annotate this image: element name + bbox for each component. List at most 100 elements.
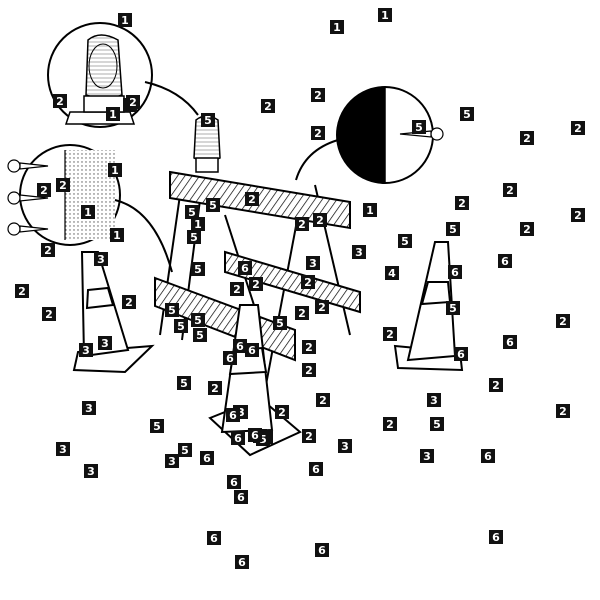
callout-3: 3 xyxy=(94,252,108,266)
callout-label: 6 xyxy=(241,262,249,275)
callout-label: 6 xyxy=(484,450,492,463)
callout-label: 5 xyxy=(194,263,202,276)
callout-1: 1 xyxy=(81,205,95,219)
callout-label: 5 xyxy=(190,231,198,244)
callout-1: 1 xyxy=(106,107,120,121)
callout-2: 2 xyxy=(126,95,140,109)
callout-label: 3 xyxy=(85,402,93,415)
callout-6: 6 xyxy=(234,490,248,504)
callout-6: 6 xyxy=(245,343,259,357)
callout-label: 3 xyxy=(341,440,349,453)
callout-label: 3 xyxy=(101,337,109,350)
callout-label: 6 xyxy=(506,336,514,349)
callout-2: 2 xyxy=(383,417,397,431)
callout-6: 6 xyxy=(448,265,462,279)
callout-label: 5 xyxy=(401,235,409,248)
callout-label: 2 xyxy=(298,218,306,231)
callout-5: 5 xyxy=(446,222,460,236)
callout-label: 6 xyxy=(203,452,211,465)
callout-6: 6 xyxy=(503,335,517,349)
callout-2: 2 xyxy=(556,404,570,418)
callout-3: 3 xyxy=(84,464,98,478)
callout-label: 2 xyxy=(233,283,241,296)
callout-2: 2 xyxy=(313,213,327,227)
callout-label: 1 xyxy=(109,108,117,121)
callout-5: 5 xyxy=(193,328,207,342)
callout-label: 6 xyxy=(236,340,244,353)
callout-2: 2 xyxy=(571,121,585,135)
callout-label: 3 xyxy=(423,450,431,463)
callout-label: 2 xyxy=(314,127,322,140)
callout-2: 2 xyxy=(489,378,503,392)
callout-5: 5 xyxy=(430,417,444,431)
callout-label: 5 xyxy=(196,329,204,342)
callout-label: 3 xyxy=(237,406,245,419)
callout-label: 2 xyxy=(40,184,48,197)
callout-6: 6 xyxy=(315,543,329,557)
callout-label: 3 xyxy=(87,465,95,478)
callout-2: 2 xyxy=(383,327,397,341)
callout-3: 3 xyxy=(306,256,320,270)
callout-2: 2 xyxy=(15,284,29,298)
callout-label: 5 xyxy=(180,377,188,390)
callout-label: 2 xyxy=(319,394,327,407)
callout-2: 2 xyxy=(249,277,263,291)
callout-2: 2 xyxy=(56,178,70,192)
callout-label: 2 xyxy=(278,406,286,419)
callout-label: 5 xyxy=(204,114,212,127)
callout-label: 6 xyxy=(229,409,237,422)
callout-5: 5 xyxy=(460,107,474,121)
callout-label: 2 xyxy=(56,95,64,108)
callout-5: 5 xyxy=(174,319,188,333)
callout-1: 1 xyxy=(118,13,132,27)
callout-label: 2 xyxy=(248,193,256,206)
callout-5: 5 xyxy=(398,234,412,248)
callout-label: 5 xyxy=(449,223,457,236)
callout-5: 5 xyxy=(177,376,191,390)
callout-label: 6 xyxy=(210,532,218,545)
callout-label: 1 xyxy=(194,218,202,231)
callout-5: 5 xyxy=(191,313,205,327)
callout-label: 6 xyxy=(318,544,326,557)
callout-label: 2 xyxy=(523,223,531,236)
callout-label: 1 xyxy=(381,9,389,22)
callout-label: 2 xyxy=(18,285,26,298)
callout-3: 3 xyxy=(352,245,366,259)
callout-2: 2 xyxy=(455,196,469,210)
callout-5: 5 xyxy=(165,303,179,317)
callout-6: 6 xyxy=(248,428,262,442)
callout-label: 5 xyxy=(209,199,217,212)
callout-2: 2 xyxy=(295,306,309,320)
callout-label: 3 xyxy=(430,394,438,407)
callout-6: 6 xyxy=(481,449,495,463)
callout-5: 5 xyxy=(446,301,460,315)
callout-label: 5 xyxy=(177,320,185,333)
screw-inset-left xyxy=(7,144,173,273)
callout-6: 6 xyxy=(231,431,245,445)
callout-6: 6 xyxy=(227,475,241,489)
callout-6: 6 xyxy=(223,351,237,365)
callout-label: 2 xyxy=(264,100,272,113)
callout-2: 2 xyxy=(315,300,329,314)
callout-2: 2 xyxy=(275,405,289,419)
callout-label: 2 xyxy=(305,430,313,443)
callout-label: 1 xyxy=(84,206,92,219)
callout-label: 2 xyxy=(559,315,567,328)
callout-label: 4 xyxy=(388,267,396,280)
callout-markers: 1111111111122222222222222222222222222222… xyxy=(15,8,585,569)
callout-2: 2 xyxy=(503,183,517,197)
callout-label: 6 xyxy=(501,255,509,268)
callout-2: 2 xyxy=(520,131,534,145)
callout-label: 6 xyxy=(251,429,259,442)
callout-label: 5 xyxy=(153,420,161,433)
cone-left xyxy=(72,251,155,374)
callout-2: 2 xyxy=(302,340,316,354)
callout-2: 2 xyxy=(261,99,275,113)
callout-5: 5 xyxy=(206,198,220,212)
callout-2: 2 xyxy=(301,275,315,289)
callout-6: 6 xyxy=(454,347,468,361)
callout-2: 2 xyxy=(295,217,309,231)
callout-label: 2 xyxy=(59,179,67,192)
callout-5: 5 xyxy=(273,316,287,330)
callout-label: 5 xyxy=(449,302,457,315)
